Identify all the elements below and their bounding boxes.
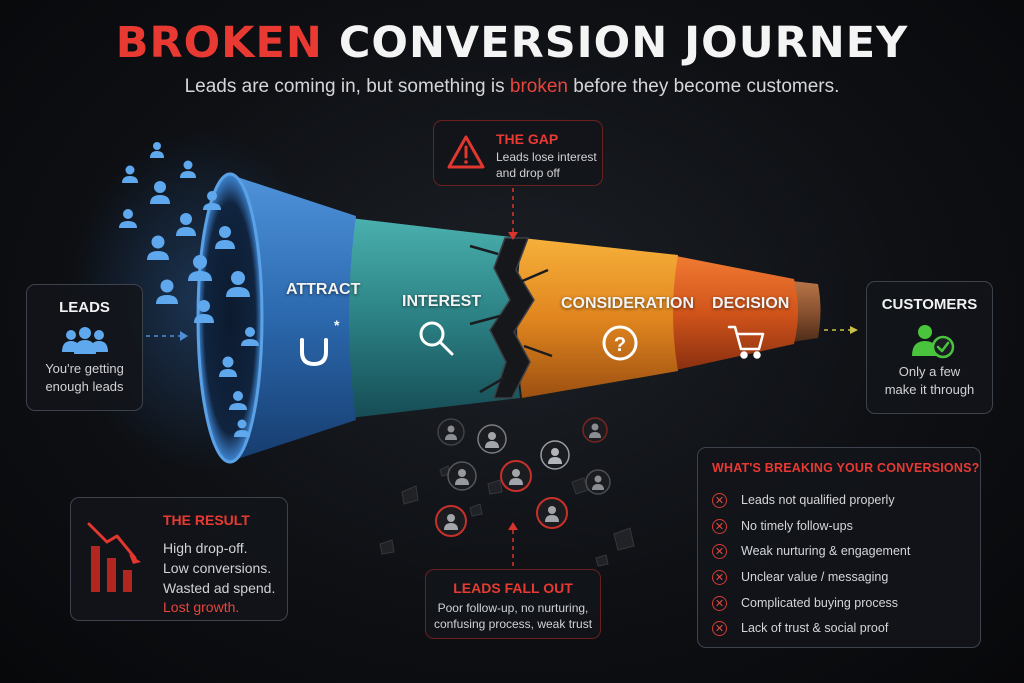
- x-circle-icon: ✕: [712, 492, 727, 508]
- stage-label-consideration: CONSIDERATION: [561, 295, 695, 312]
- list-item: ✕ Leads not qualified properly: [712, 490, 895, 510]
- funnel-neck: [792, 281, 821, 342]
- funnel-stage-decision: [671, 256, 798, 370]
- gap-title: THE GAP: [496, 131, 559, 147]
- stage-label-decision: DECISION: [712, 295, 790, 312]
- gap-text-line2: and drop off: [496, 166, 560, 180]
- page-title: BROKEN CONVERSION JOURNEY: [0, 18, 1024, 68]
- funnel-stage-consideration: [517, 238, 678, 398]
- leads-text-line1: You're getting: [45, 361, 124, 376]
- falling-leads: [435, 417, 611, 537]
- subtitle-before: Leads are coming in, but something is: [184, 76, 510, 97]
- result-card: THE RESULT High drop-off. Low conversion…: [70, 497, 288, 621]
- list-item-text: Complicated buying process: [741, 596, 899, 610]
- stage-label-attract: ATTRACT: [286, 281, 361, 298]
- title-rest: CONVERSION JOURNEY: [322, 18, 909, 68]
- page-subtitle: Leads are coming in, but something is br…: [0, 76, 1024, 98]
- leads-title: LEADS: [59, 299, 110, 316]
- result-highlight: Lost growth.: [163, 599, 240, 615]
- x-circle-icon: ✕: [712, 569, 727, 585]
- fallout-text-line2: confusing process, weak trust: [433, 617, 593, 631]
- warning-icon: [447, 135, 485, 169]
- customers-title: CUSTOMERS: [881, 296, 978, 313]
- list-item-text: Unclear value / messaging: [741, 570, 889, 584]
- svg-text:?: ?: [614, 334, 626, 356]
- fallout-title: LEADS FALL OUT: [453, 580, 573, 596]
- leads-text-line2: enough leads: [45, 379, 124, 394]
- list-item: ✕ Weak nurturing & engagement: [712, 541, 910, 561]
- subtitle-highlight: broken: [509, 76, 568, 97]
- question-icon: ?: [602, 325, 638, 361]
- gap-card: THE GAP Leads lose interest and drop off: [433, 120, 603, 186]
- list-item: ✕ Unclear value / messaging: [712, 567, 888, 587]
- subtitle-after: before they become customers.: [567, 76, 840, 97]
- svg-text:*: *: [334, 317, 340, 333]
- declining-chart-icon: [87, 522, 141, 592]
- breaking-card: WHAT'S BREAKING YOUR CONVERSIONS? ✕ Leads…: [697, 447, 981, 648]
- x-circle-icon: ✕: [712, 595, 727, 611]
- customer-check-icon: [911, 325, 954, 359]
- people-group-icon: [61, 327, 108, 354]
- list-item: ✕ No timely follow-ups: [712, 516, 853, 536]
- x-circle-icon: ✕: [712, 518, 727, 534]
- result-line-3: Wasted ad spend.: [163, 580, 276, 596]
- x-circle-icon: ✕: [712, 543, 727, 559]
- x-circle-icon: ✕: [712, 620, 727, 636]
- list-item-text: Leads not qualified properly: [741, 493, 895, 507]
- fallout-text-line1: Poor follow-up, no nurturing,: [437, 601, 589, 615]
- funnel-crack: [489, 237, 535, 399]
- result-title: THE RESULT: [163, 512, 250, 528]
- cart-icon: [727, 325, 765, 359]
- funnel-stage-interest: [343, 218, 520, 418]
- fallout-card: LEADS FALL OUT Poor follow-up, no nurtur…: [425, 569, 601, 639]
- incoming-leads: [119, 142, 259, 437]
- result-line-2: Low conversions.: [163, 560, 272, 576]
- list-item-text: No timely follow-ups: [741, 519, 853, 533]
- list-item-text: Lack of trust & social proof: [741, 621, 889, 635]
- result-line-1: High drop-off.: [163, 540, 248, 556]
- customers-text-line1: Only a few: [898, 364, 961, 379]
- customers-card: CUSTOMERS Only a few make it through: [866, 281, 993, 414]
- magnet-icon: *: [300, 317, 340, 367]
- title-highlight: BROKEN: [115, 18, 323, 68]
- gap-text-line1: Leads lose interest: [496, 150, 597, 164]
- list-item-text: Weak nurturing & engagement: [741, 544, 911, 558]
- search-icon: [419, 321, 454, 356]
- customers-text-line2: make it through: [884, 382, 975, 397]
- leads-card: LEADS You're getting enough leads: [26, 284, 143, 411]
- breaking-title: WHAT'S BREAKING YOUR CONVERSIONS?: [712, 461, 980, 475]
- list-item: ✕ Complicated buying process: [712, 593, 898, 613]
- stage-label-interest: INTEREST: [402, 293, 482, 310]
- list-item: ✕ Lack of trust & social proof: [712, 618, 888, 638]
- debris: [379, 465, 635, 567]
